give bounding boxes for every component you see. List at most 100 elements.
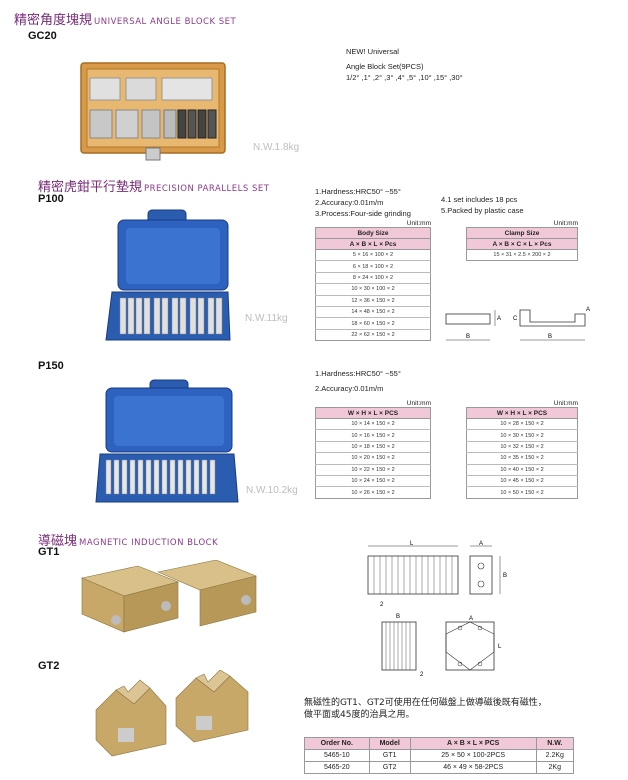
table-row: 10 × 50 × 150 × 2 bbox=[466, 486, 578, 499]
spec-line: 3.Process:Four-side grinding bbox=[315, 209, 411, 218]
p100-case-image bbox=[100, 208, 240, 348]
table-row: 10 × 14 × 150 × 2 bbox=[315, 418, 431, 431]
title-en: MAGNETIC INDUCTION BLOCK bbox=[79, 538, 219, 548]
col-header-nw: N.W. bbox=[535, 737, 575, 750]
desc-line: NEW! Universal bbox=[346, 47, 399, 56]
dim-label-b: B bbox=[503, 573, 507, 579]
cell-nw: 2.2Kg bbox=[535, 749, 575, 762]
table-row: 14 × 48 × 150 × 2 bbox=[315, 306, 431, 319]
col-header-model: Model bbox=[368, 737, 411, 750]
table-row: 10 × 40 × 150 × 2 bbox=[466, 464, 578, 476]
net-weight-p100: N.W.11kg bbox=[245, 313, 288, 324]
spec-line: 1.Hardness:HRC50° ~55° bbox=[315, 187, 401, 196]
p100-technical-diagram: A B C A B bbox=[440, 300, 590, 350]
table-row: 10 × 24 × 150 × 2 bbox=[315, 475, 431, 488]
p150-specs: 1.Hardness:HRC50° ~55° 2.Accuracy:0.01m/… bbox=[315, 368, 401, 394]
table-row: 18 × 60 × 150 × 2 bbox=[315, 317, 431, 330]
desc-line: 無磁性的GT1、GT2可使用在任何磁盤上做導磁後既有磁性， bbox=[304, 698, 547, 708]
p150-case-image bbox=[92, 378, 242, 506]
table-unit: Unit:mm bbox=[553, 220, 578, 227]
product-code-gt2: GT2 bbox=[38, 660, 60, 672]
table-row: 15 × 31 × 2.5 × 200 × 2 bbox=[466, 249, 578, 262]
spec-line: 1.Hardness:HRC50° ~55° bbox=[315, 369, 401, 378]
dim-label-b: B bbox=[396, 614, 400, 620]
cell-order-no: 5465-10 bbox=[304, 749, 370, 762]
title-en: UNIVERSAL ANGLE BLOCK SET bbox=[94, 17, 237, 27]
gt2-block-image bbox=[92, 669, 252, 766]
product-code-p150: P150 bbox=[38, 360, 64, 372]
desc-line: 1/2° ,1° ,2° ,3° ,4° ,5° ,10° ,15° ,30° bbox=[346, 73, 463, 82]
table-row: 10 × 26 × 150 × 2 bbox=[315, 486, 431, 499]
product-code-gc20: GC20 bbox=[28, 30, 57, 42]
desc-line: 做平面或45度的治具之用。 bbox=[304, 710, 415, 720]
dim-label-a: A bbox=[469, 616, 473, 622]
table-row: 8 × 24 × 100 × 2 bbox=[315, 272, 431, 285]
table-unit: Unit:mm bbox=[406, 220, 431, 227]
table-row: 10 × 30 × 150 × 2 bbox=[466, 429, 578, 442]
title-cn: 精密角度塊規 bbox=[14, 13, 93, 28]
spec-line: 4.1 set includes 18 pcs bbox=[441, 195, 518, 204]
table-row: 5465-10 GT1 25 × 50 × 100-2PCS 2.2Kg bbox=[304, 749, 575, 762]
gt1-technical-diagram: L 2 A B bbox=[358, 540, 518, 610]
dim-label-l: L bbox=[410, 541, 414, 547]
title-cn: 導磁塊 bbox=[38, 534, 78, 549]
cell-nw: 2Kg bbox=[535, 761, 575, 774]
magnetic-order-table: Order No. Model A × B × L × PCS N.W. 546… bbox=[304, 737, 575, 774]
magnetic-description: 無磁性的GT1、GT2可使用在任何磁盤上做導磁後既有磁性， 做平面或45度的治具… bbox=[304, 697, 547, 721]
p100-specs-left: 1.Hardness:HRC50° ~55° 2.Accuracy:0.01m/… bbox=[315, 186, 411, 219]
cell-model: GT1 bbox=[368, 749, 411, 762]
table-title: Body Size bbox=[315, 227, 431, 239]
dim-label-2b: 2 bbox=[420, 672, 424, 678]
table-row: 5465-20 GT2 46 × 49 × 58-2PCS 2Kg bbox=[304, 761, 575, 774]
dim-label-c: C bbox=[513, 316, 518, 322]
product-code-p100: P100 bbox=[38, 193, 64, 205]
dim-label-a2: A bbox=[586, 307, 590, 313]
net-weight-p150: N.W.10.2kg bbox=[246, 485, 298, 496]
table-header: A × B × C × L × Pcs bbox=[466, 238, 578, 250]
table-row: 10 × 32 × 150 × 2 bbox=[466, 441, 578, 454]
p100-body-size-table: Unit:mm Body Size A × B × L × Pcs 5 × 16… bbox=[315, 220, 431, 342]
spec-line: 2.Accuracy:0.01m/m bbox=[315, 384, 384, 393]
table-header: W × H × L × PCS bbox=[315, 407, 431, 419]
cell-order-no: 5465-20 bbox=[304, 761, 370, 774]
title-cn: 精密虎鉗平行墊規 bbox=[38, 180, 143, 195]
dim-label-a: A bbox=[479, 541, 483, 547]
dim-label-a: A bbox=[497, 316, 501, 322]
table-unit: Unit:mm bbox=[553, 400, 578, 407]
p100-specs-right: 4.1 set includes 18 pcs 5.Packed by plas… bbox=[441, 194, 524, 216]
table-unit: Unit:mm bbox=[406, 400, 431, 407]
table-row: 12 × 36 × 150 × 2 bbox=[315, 295, 431, 307]
desc-line: Angle Block Set(9PCS) bbox=[346, 62, 424, 71]
col-header-order-no: Order No. bbox=[304, 737, 370, 750]
table-title: Clamp Size bbox=[466, 227, 578, 239]
p100-clamp-size-table: Unit:mm Clamp Size A × B × C × L × Pcs 1… bbox=[466, 220, 578, 262]
table-row: 10 × 30 × 100 × 2 bbox=[315, 283, 431, 296]
gt1-block-image bbox=[78, 559, 278, 640]
dim-label-b: B bbox=[466, 334, 470, 340]
dim-label-l: L bbox=[498, 644, 502, 650]
table-row: 10 × 16 × 150 × 2 bbox=[315, 429, 431, 442]
p150-size-table-2: Unit:mm W × H × L × PCS 10 × 28 × 150 × … bbox=[466, 400, 578, 499]
title-en: PRECISION PARALLELS SET bbox=[144, 184, 270, 194]
cell-model: GT2 bbox=[368, 761, 411, 774]
table-row: 10 × 45 × 150 × 2 bbox=[466, 475, 578, 488]
col-header-size: A × B × L × PCS bbox=[409, 737, 537, 750]
table-row: 10 × 18 × 150 × 2 bbox=[315, 441, 431, 454]
table-row: 22 × 62 × 150 × 2 bbox=[315, 329, 431, 342]
table-header: A × B × L × Pcs bbox=[315, 238, 431, 250]
angle-block-description: NEW! Universal Angle Block Set(9PCS) 1/2… bbox=[346, 46, 463, 83]
product-code-gt1: GT1 bbox=[38, 546, 60, 558]
gt2-technical-diagram: B 2 L A bbox=[376, 612, 516, 680]
cell-size: 25 × 50 × 100-2PCS bbox=[409, 749, 537, 762]
net-weight-gc20: N.W.1.8kg bbox=[253, 142, 300, 153]
spec-line: 2.Accuracy:0.01m/m bbox=[315, 198, 384, 207]
cell-size: 46 × 49 × 58-2PCS bbox=[409, 761, 537, 774]
table-header: W × H × L × PCS bbox=[466, 407, 578, 419]
angle-block-set-image bbox=[78, 60, 228, 165]
dim-label-b2: B bbox=[548, 334, 552, 340]
spec-line: 5.Packed by plastic case bbox=[441, 206, 524, 215]
table-row: 10 × 22 × 150 × 2 bbox=[315, 464, 431, 476]
